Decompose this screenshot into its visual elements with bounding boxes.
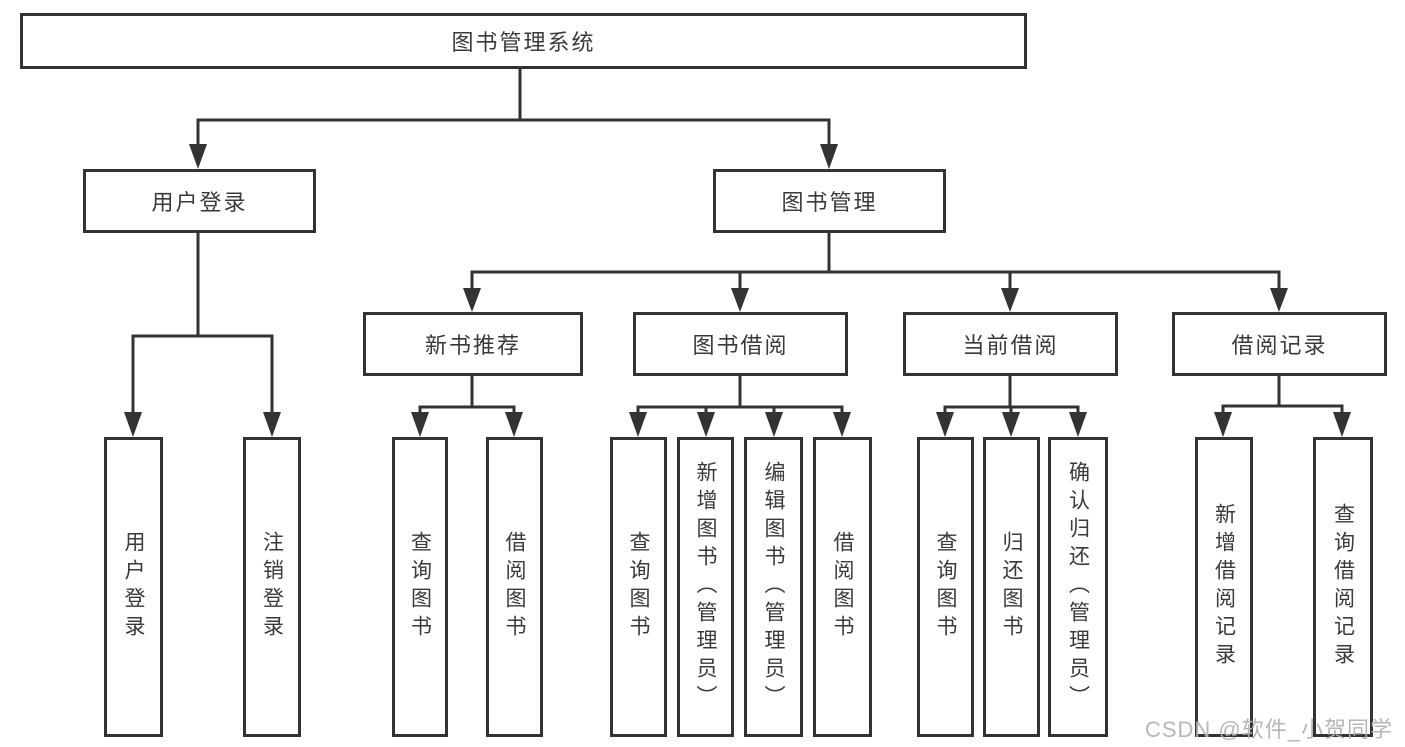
node-borrowing-records: 借阅记录 bbox=[1172, 312, 1387, 376]
leaf-borrow-books-recommend: 借阅图书 bbox=[486, 437, 543, 737]
node-book-borrowing-label: 图书借阅 bbox=[692, 333, 789, 358]
node-current-borrowing-label: 当前借阅 bbox=[962, 333, 1059, 358]
node-user-login-group: 用户登录 bbox=[83, 169, 316, 233]
leaf-query-books-borrowing: 查询图书 bbox=[610, 437, 667, 737]
connector-user-login-to-leaves bbox=[124, 233, 281, 437]
leaf-add-borrow-record-label: 新增借阅记录 bbox=[1212, 503, 1236, 671]
leaf-query-books-current: 查询图书 bbox=[917, 437, 974, 737]
node-book-borrowing: 图书借阅 bbox=[633, 312, 848, 376]
node-library-system-label: 图书管理系统 bbox=[451, 30, 596, 55]
leaf-return-books-label: 归还图书 bbox=[1000, 531, 1024, 643]
leaf-confirm-return-admin-label: 确认归还（管理员） bbox=[1066, 461, 1090, 713]
leaf-user-login: 用户登录 bbox=[104, 437, 163, 737]
connector-borrowing-records-to-leaves bbox=[1214, 376, 1351, 437]
leaf-add-borrow-record: 新增借阅记录 bbox=[1195, 437, 1253, 737]
leaf-confirm-return-admin: 确认归还（管理员） bbox=[1048, 437, 1108, 737]
leaf-logout-login-label: 注销登录 bbox=[260, 531, 284, 643]
node-new-book-recommendation-label: 新书推荐 bbox=[424, 333, 521, 358]
leaf-query-books-current-label: 查询图书 bbox=[934, 531, 958, 643]
connector-current-borrowing-to-leaves bbox=[936, 376, 1087, 437]
leaf-edit-books-admin-label: 编辑图书（管理员） bbox=[762, 461, 786, 713]
leaf-borrow-books-borrowing-label: 借阅图书 bbox=[831, 531, 855, 643]
leaf-query-books-recommend-label: 查询图书 bbox=[408, 531, 432, 643]
node-new-book-recommendation: 新书推荐 bbox=[363, 312, 583, 376]
leaf-borrow-books-borrowing: 借阅图书 bbox=[813, 437, 872, 737]
leaf-user-login-label: 用户登录 bbox=[122, 531, 146, 643]
connector-new-book-to-leaves bbox=[411, 376, 523, 437]
leaf-query-borrow-record-label: 查询借阅记录 bbox=[1331, 503, 1355, 671]
leaf-query-books-recommend: 查询图书 bbox=[392, 437, 448, 737]
node-current-borrowing: 当前借阅 bbox=[903, 312, 1118, 376]
leaf-logout-login: 注销登录 bbox=[243, 437, 301, 737]
leaf-borrow-books-recommend-label: 借阅图书 bbox=[503, 531, 527, 643]
connector-book-borrowing-to-leaves bbox=[629, 376, 851, 437]
node-book-management: 图书管理 bbox=[713, 169, 946, 233]
node-user-login-group-label: 用户登录 bbox=[151, 190, 248, 215]
leaf-add-books-admin: 新增图书（管理员） bbox=[677, 437, 734, 737]
leaf-query-borrow-record: 查询借阅记录 bbox=[1313, 437, 1373, 737]
connector-book-management-to-level3 bbox=[463, 233, 1288, 312]
csdn-watermark: CSDN @软件_小贺同学 bbox=[1144, 717, 1393, 742]
node-library-system: 图书管理系统 bbox=[20, 13, 1027, 69]
leaf-edit-books-admin: 编辑图书（管理员） bbox=[744, 437, 803, 737]
leaf-add-books-admin-label: 新增图书（管理员） bbox=[694, 461, 718, 713]
node-borrowing-records-label: 借阅记录 bbox=[1231, 333, 1328, 358]
node-book-management-label: 图书管理 bbox=[781, 190, 878, 215]
leaf-return-books: 归还图书 bbox=[983, 437, 1040, 737]
leaf-query-books-borrowing-label: 查询图书 bbox=[627, 531, 651, 643]
connector-root-to-level2 bbox=[189, 69, 838, 169]
